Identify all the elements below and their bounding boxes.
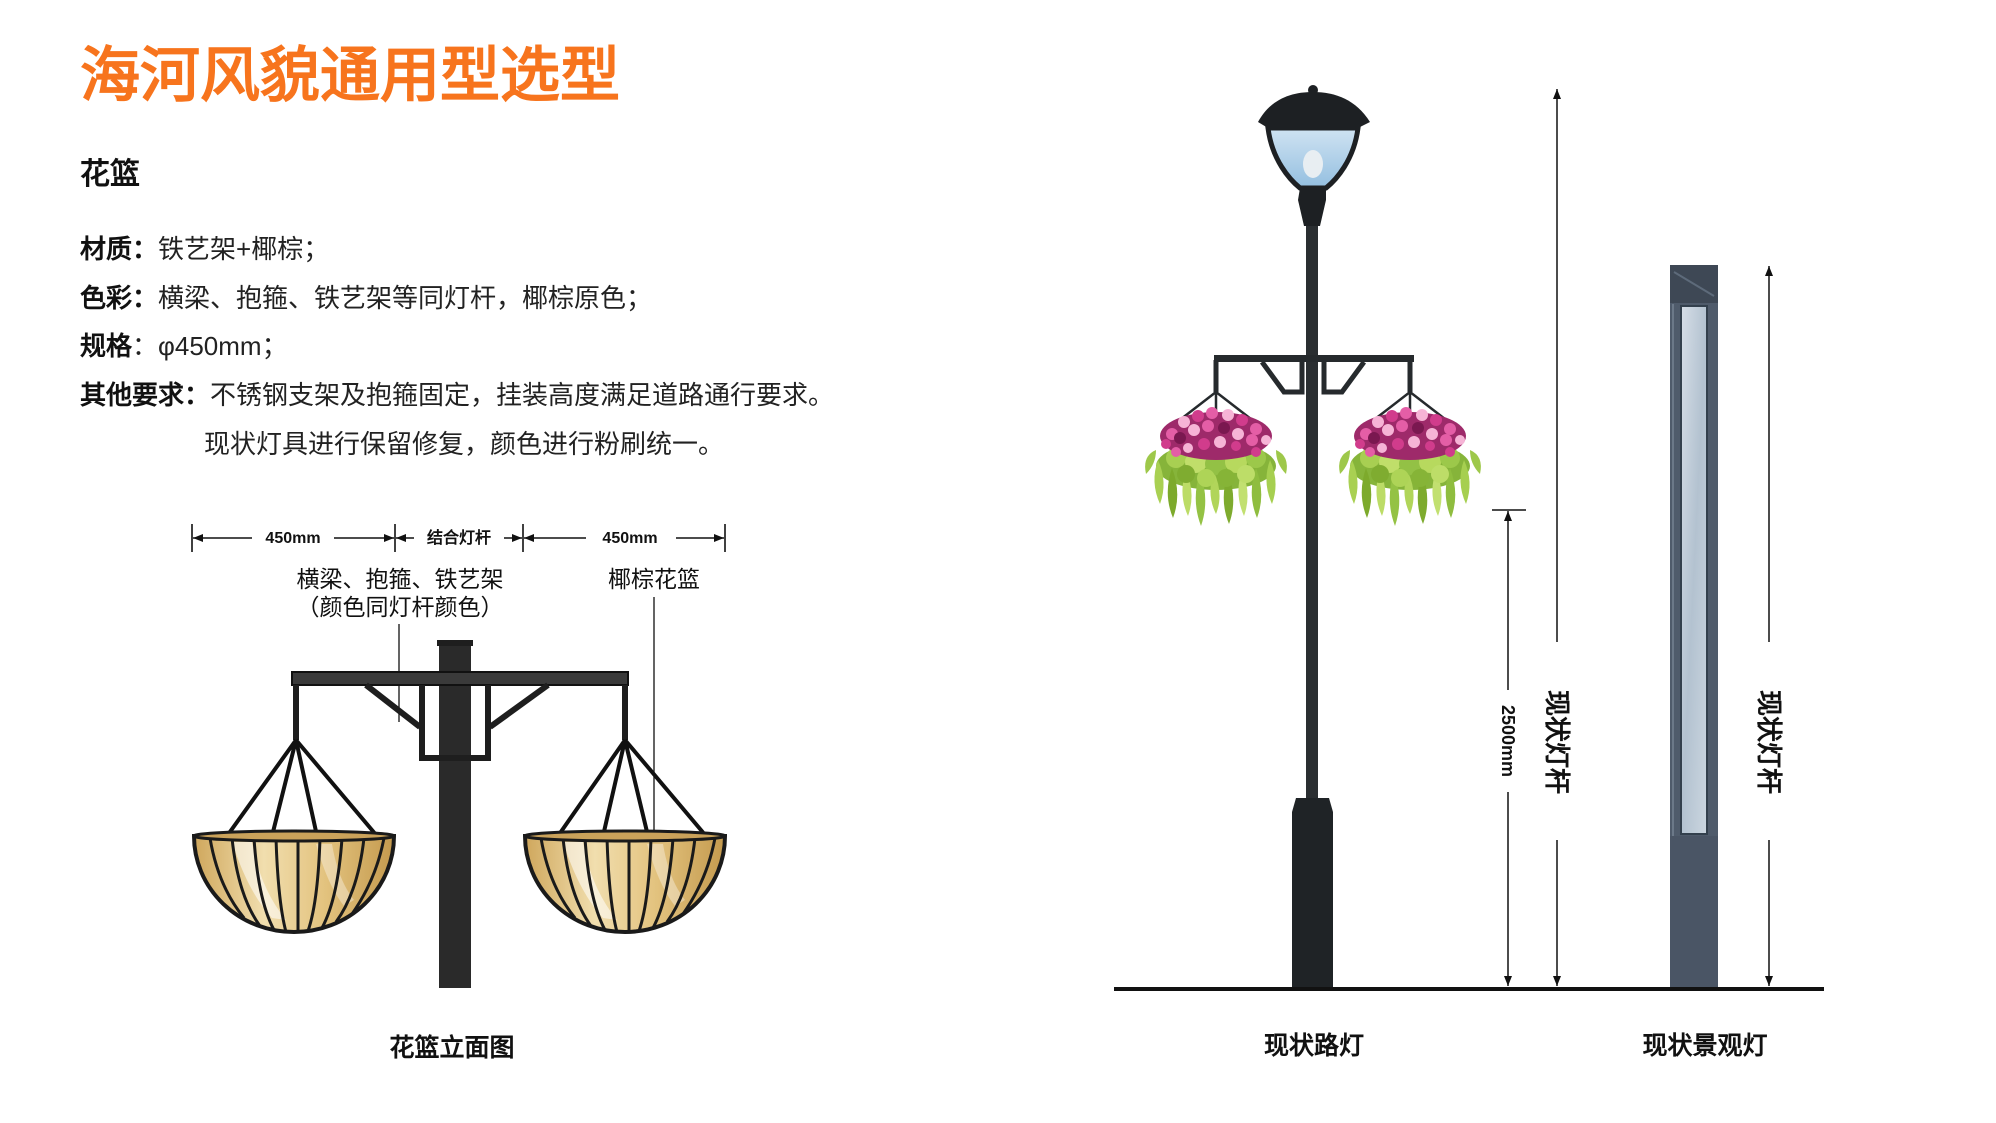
frame-label: 横梁、抱箍、铁艺架 (297, 566, 504, 592)
pole-label: 现状灯杆 (1754, 690, 1784, 794)
spec-value: 不锈钢支架及抱箍固定，挂装高度满足道路通行要求。 (210, 380, 835, 410)
page-title: 海河风貌通用型选型 (80, 42, 620, 109)
crossarm-brace (1259, 360, 1367, 395)
spec-label: 其他要求： (80, 380, 211, 410)
cap-texture (1673, 271, 1715, 297)
crossbeam (291, 671, 629, 686)
landscape-light-base (1670, 836, 1718, 987)
height-dimension-label: 2500mm (1498, 705, 1518, 777)
dimension-label-left: 450mm (265, 530, 320, 547)
elevation-caption: 花篮立面图 (389, 1033, 514, 1062)
spec-value: ：φ450mm； (132, 331, 288, 361)
pole-label: 现状灯杆 (1542, 690, 1572, 794)
street-light-base (1292, 798, 1333, 987)
coir-basket-right (523, 829, 727, 934)
clamp-brace (364, 682, 550, 761)
dimension-label-pole: 结合灯杆 (426, 528, 491, 547)
basket-label: 椰棕花篮 (608, 566, 700, 592)
street-light-pole (1306, 196, 1318, 802)
frame-label-note: （颜色同灯杆颜色） (297, 594, 504, 620)
spec-line-other: 其他要求：不锈钢支架及抱箍固定，挂装高度满足道路通行要求。 (80, 378, 834, 412)
flower-basket-right (1337, 390, 1483, 528)
dimension-row (191, 524, 726, 552)
spec-label: 材质： (80, 234, 159, 264)
flower-basket-left (1143, 390, 1289, 528)
lantern-neck (1298, 188, 1326, 226)
lantern-cap (1258, 92, 1370, 128)
spec-line-material: 材质：铁艺架+椰棕； (80, 232, 329, 266)
landscape-light-drawing: 现状灯杆 现状景观灯 (1642, 265, 1784, 1060)
pole-cap (437, 640, 473, 646)
section-heading: 花篮 (80, 158, 140, 191)
dimension-label-right: 450mm (602, 530, 657, 547)
spec-label: 色彩： (80, 283, 159, 313)
street-light-drawing: 2500mm 现状灯杆 现状路灯 (1114, 85, 1824, 1060)
spec-label: 规格 (80, 331, 133, 361)
lantern-head (1258, 85, 1370, 226)
bracket-arms (293, 685, 628, 740)
spec-value: 横梁、抱箍、铁艺架等同灯杆，椰棕原色； (158, 283, 653, 313)
crossarm-drops (1213, 360, 1413, 392)
spec-line-size: 规格：φ450mm； (80, 329, 288, 363)
basket-crossarm (1214, 355, 1414, 362)
flower-basket-elevation: 450mm 结合灯杆 450mm 横梁、抱箍、铁艺架 （颜色同灯杆颜色） 椰棕花… (191, 524, 727, 1062)
spec-value: 铁艺架+椰棕； (158, 234, 330, 264)
lamp-pole (439, 642, 471, 988)
lantern-bulb (1303, 150, 1323, 178)
landscape-light-caption: 现状景观灯 (1642, 1032, 1767, 1060)
coir-basket-left (192, 829, 396, 934)
spec-line-color: 色彩：横梁、抱箍、铁艺架等同灯杆，椰棕原色； (80, 281, 652, 315)
spec-note: 现状灯具进行保留修复，颜色进行粉刷统一。 (204, 429, 725, 459)
landscape-light-panel (1680, 305, 1708, 835)
street-light-caption: 现状路灯 (1264, 1032, 1364, 1060)
height-dimension (1492, 509, 1526, 986)
basket-hangers (225, 738, 708, 838)
